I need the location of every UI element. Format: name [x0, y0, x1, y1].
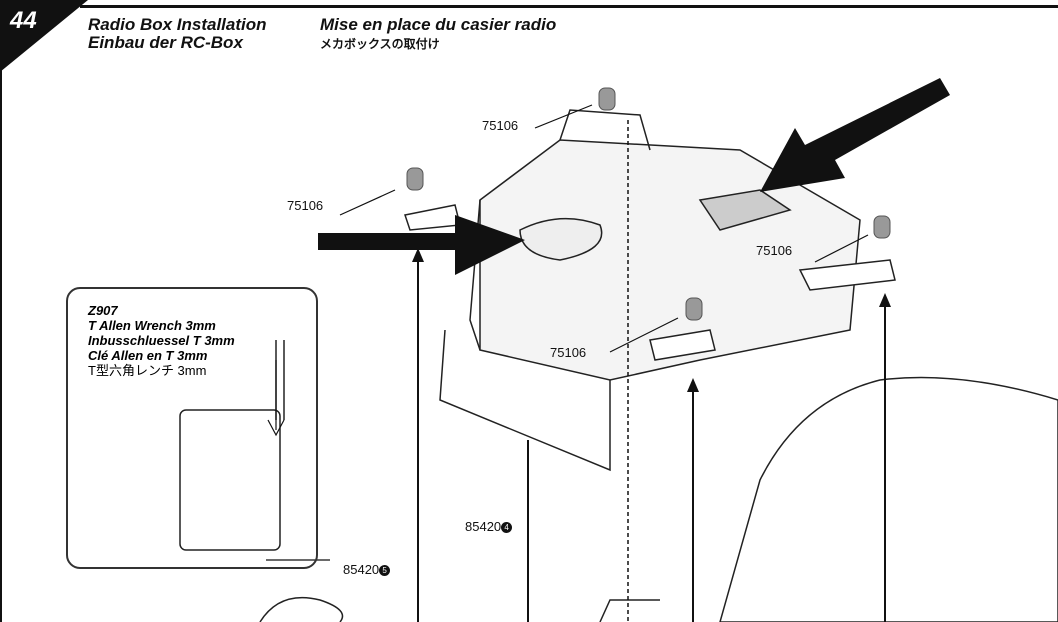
- step-badge: [0, 0, 88, 72]
- tool-name-ja: T型六角レンチ 3mm: [88, 363, 207, 378]
- part-badge: 4: [501, 522, 513, 534]
- part-badge: 5: [379, 565, 391, 577]
- step-number: 44: [10, 7, 37, 34]
- part-label-75106-top: 75106: [482, 118, 519, 133]
- header-rule: [80, 5, 1058, 8]
- title-de: Einbau der RC-Box: [88, 33, 243, 52]
- part-label-75106-left: 75106: [287, 198, 324, 213]
- title-ja: メカボックスの取付け: [320, 37, 440, 51]
- page-border: [0, 60, 2, 622]
- tool-code: Z907: [88, 303, 118, 318]
- title-en: Radio Box Installation: [88, 15, 267, 34]
- tool-name-en: T Allen Wrench 3mm: [88, 318, 216, 333]
- tool-text: Z907 T Allen Wrench 3mm Inbusschluessel …: [88, 303, 235, 378]
- title-fr: Mise en place du casier radio: [320, 15, 557, 34]
- part-code: 85420: [343, 562, 380, 577]
- tool-callout: Z907 T Allen Wrench 3mm Inbusschluessel …: [66, 287, 318, 569]
- tool-name-de: Inbusschluessel T 3mm: [88, 333, 235, 348]
- part-label-75106-right: 75106: [756, 243, 793, 258]
- part-label-75106-front: 75106: [550, 345, 587, 360]
- tool-name-fr: Clé Allen en T 3mm: [88, 348, 208, 363]
- part-code: 85420: [465, 519, 502, 534]
